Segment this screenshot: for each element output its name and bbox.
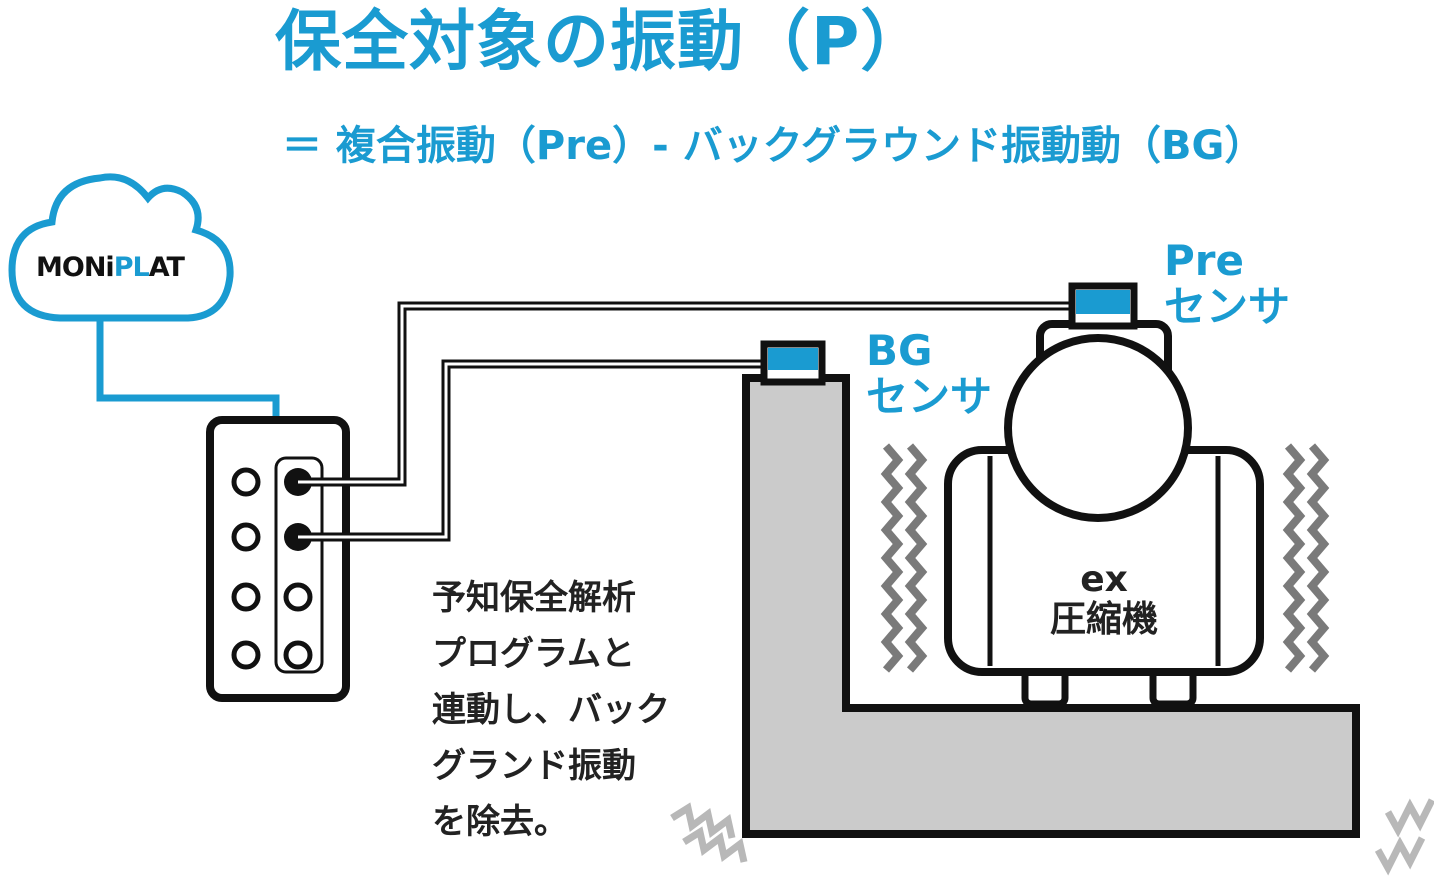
device-port-right-4 (283, 640, 313, 670)
bg-sensor-icon (760, 340, 826, 386)
device-port-left-3 (231, 582, 261, 612)
vibration-icon-right (1282, 443, 1330, 673)
compressor-icon (944, 320, 1264, 708)
pre-sensor-label: Pre センサ (1164, 236, 1291, 332)
pre-sensor-cable-inner (298, 304, 1076, 484)
description-text: 予知保全解析 プログラムと 連動し、バック グランド振動 を除去。 (432, 578, 670, 842)
compressor-label: ex 圧縮機 (1050, 559, 1159, 640)
device-port-left-2 (231, 522, 261, 552)
pre-sensor-icon (1068, 282, 1138, 330)
device-port-right-3 (283, 582, 313, 612)
formula-subtitle: ＝ 複合振動（Pre）- バックグラウンド振動動（BG） (282, 123, 1265, 169)
vibration-icon-bottom-right (1374, 798, 1434, 876)
vibration-icon-left (880, 443, 928, 673)
vibration-icon-bottom-left (670, 802, 748, 863)
machine-base (742, 374, 1360, 838)
monitoring-device (206, 416, 350, 702)
device-port-left-4 (231, 640, 261, 670)
bg-sensor-cable (298, 359, 766, 542)
cloud-connection-line (96, 318, 280, 420)
bg-sensor-label: BG センサ (866, 326, 993, 422)
cloud-icon (8, 173, 234, 322)
device-port-left-1 (231, 467, 261, 497)
page-title: 保全対象の振動（P） (275, 3, 928, 80)
moniplat-logo: MONiPLAT (36, 252, 185, 283)
bg-sensor-cable-inner (298, 362, 766, 539)
